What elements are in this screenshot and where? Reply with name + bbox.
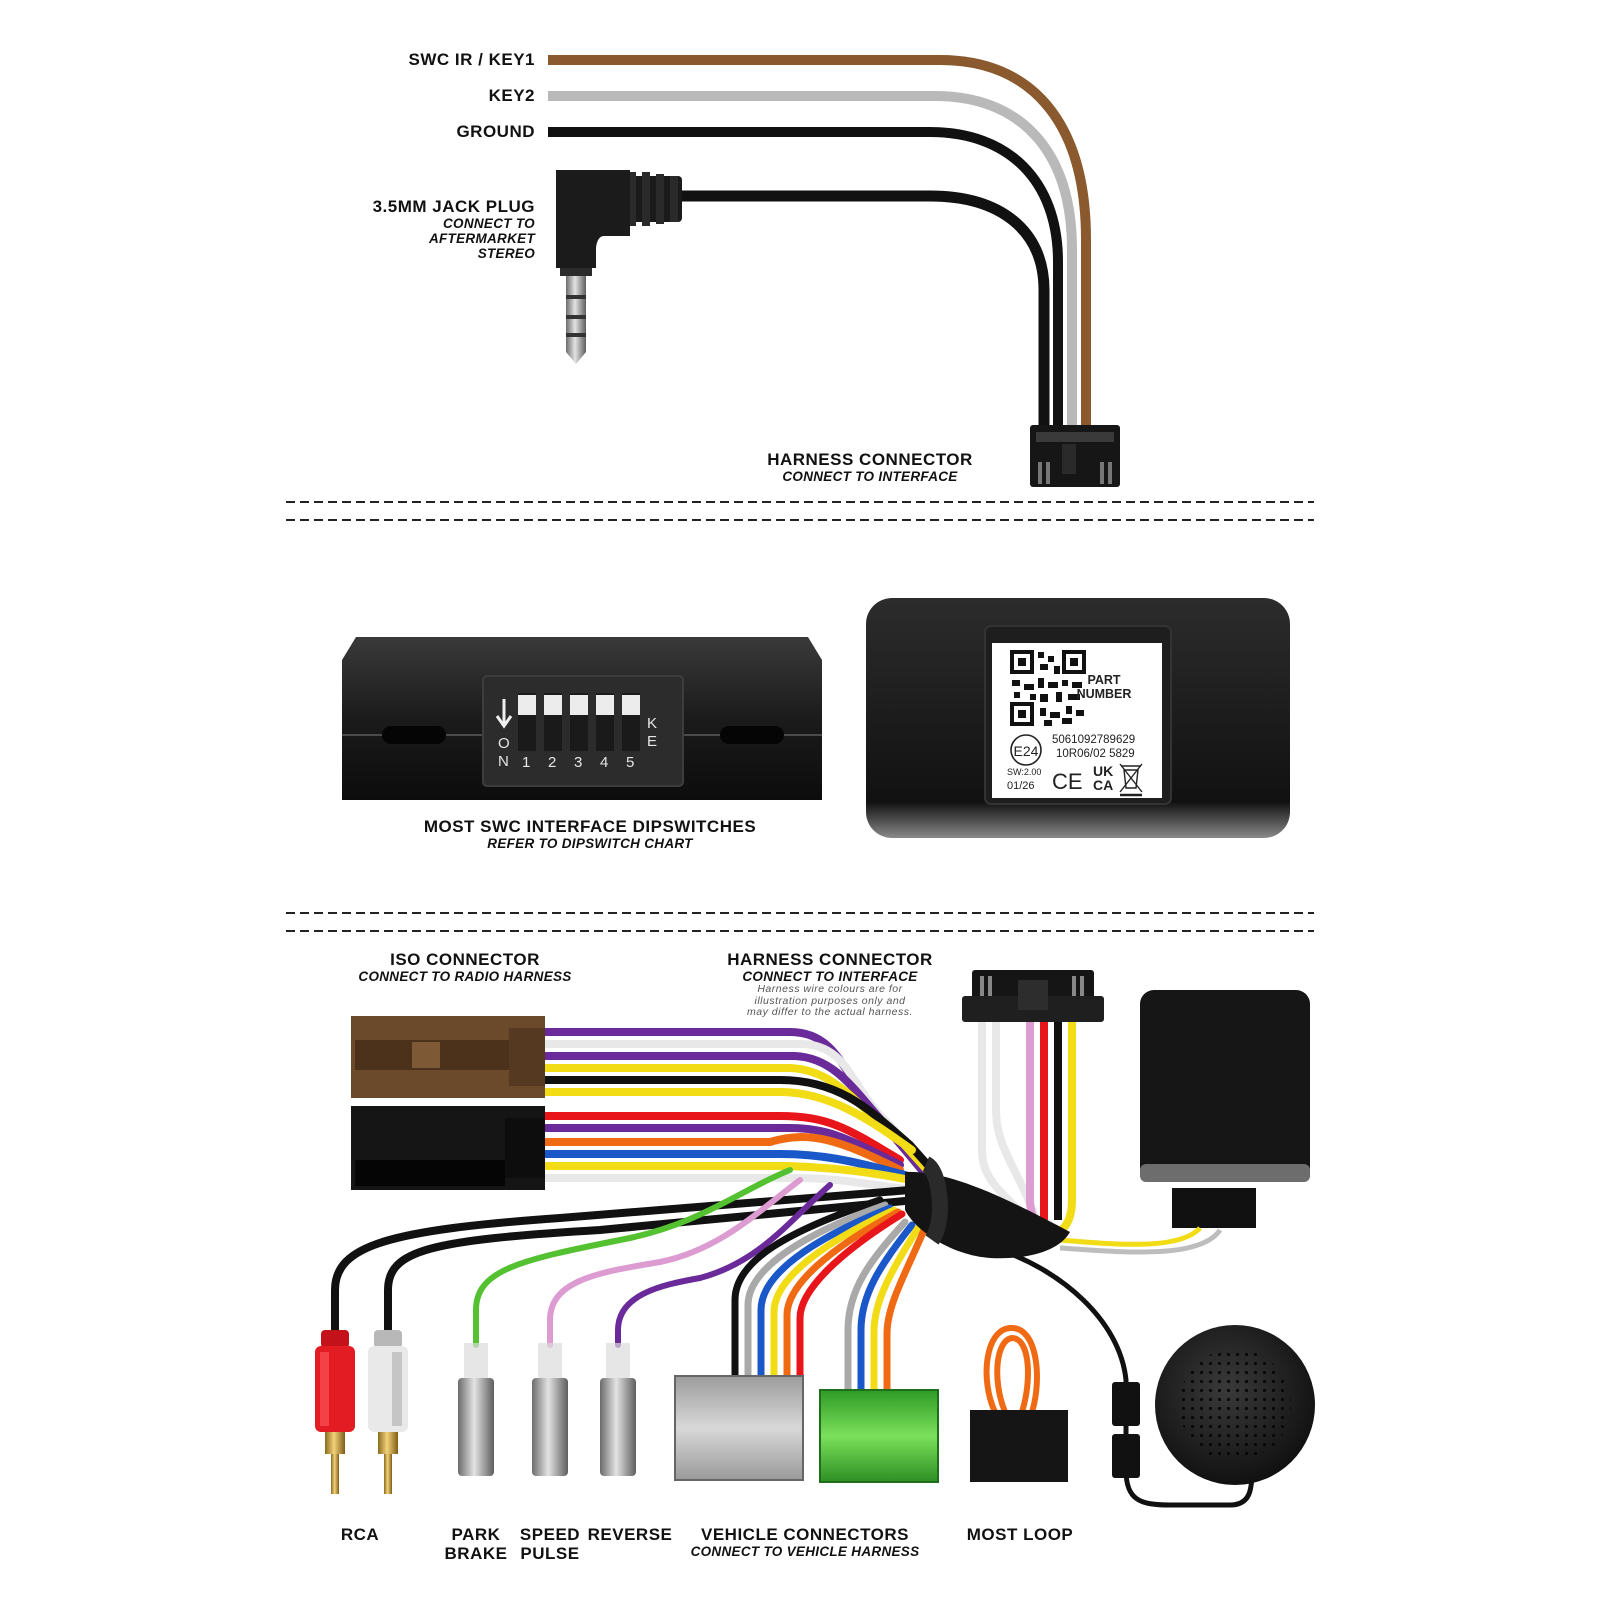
vehicle-connector-grey (674, 1375, 804, 1481)
dip-number: 3 (574, 754, 582, 771)
wire-label-ground: GROUND (456, 122, 535, 141)
dip-number: 4 (600, 754, 608, 771)
divider-1 (286, 501, 1314, 521)
dip-ke-label-e: E (647, 733, 657, 750)
cable-sleeve (905, 1156, 1070, 1259)
harness-connector-bottom-label: HARNESS CONNECTOR CONNECT TO INTERFACE H… (727, 950, 933, 1018)
most-loop-connector (970, 1325, 1068, 1482)
ukca-mark: UK (1093, 763, 1113, 779)
dip-number: 1 (522, 754, 530, 771)
iso-harness-wires (541, 1028, 954, 1194)
speaker (1112, 1325, 1315, 1485)
approval-number: 10R06/02 5829 (1056, 748, 1135, 760)
harness-connector-top-label: HARNESS CONNECTOR CONNECT TO INTERFACE (767, 450, 973, 484)
jack-plug-label: 3.5MM JACK PLUG CONNECT TO AFTERMARKET S… (372, 197, 535, 261)
dip-on-label-n: N (498, 753, 509, 770)
ukca-mark: CA (1093, 777, 1113, 793)
barcode-number: 5061092789629 (1052, 734, 1135, 746)
reverse-label: REVERSE (587, 1525, 673, 1544)
wire-label-key2: KEY2 (488, 86, 535, 105)
ce-mark: CE (1052, 769, 1083, 794)
arrow-down-icon (495, 699, 513, 729)
vehicle-connector-green (819, 1389, 939, 1483)
harness-connector-top (1030, 425, 1120, 487)
sw-version: SW:2.00 (1007, 767, 1041, 777)
dipswitch-title: MOST SWC INTERFACE DIPSWITCHES REFER TO … (423, 817, 757, 851)
speed-pulse-label: SPEED PULSE (519, 1525, 581, 1563)
interface-module: PART NUMBER E24 5061092789629 10R06/02 5… (866, 598, 1290, 838)
iso-connector-label: ISO CONNECTOR CONNECT TO RADIO HARNESS (358, 950, 572, 984)
vehicle-connectors-label: VEHICLE CONNECTORS CONNECT TO VEHICLE HA… (690, 1525, 920, 1559)
divider-2 (286, 912, 1314, 932)
most-loop-label: MOST LOOP (966, 1525, 1074, 1544)
dip-number: 2 (548, 754, 556, 771)
park-brake-connector (458, 1343, 494, 1476)
dip-number: 5 (626, 754, 634, 771)
reverse-connector (600, 1343, 636, 1476)
qr-code (1010, 650, 1086, 726)
rca-label: RCA (340, 1525, 380, 1544)
dip-switch-bank[interactable] (518, 693, 640, 751)
weee-bin-icon (1119, 763, 1143, 797)
iso-connector-black (351, 1106, 545, 1190)
e-mark-icon (1010, 734, 1042, 766)
swc-cable (548, 55, 1091, 432)
harness-connector-bottom (962, 970, 1104, 1240)
e-mark-text: E24 (1014, 743, 1039, 759)
microphone-module (1059, 990, 1310, 1255)
speed-pulse-connector (532, 1343, 568, 1476)
park-brake-label: PARK BRAKE (444, 1525, 508, 1563)
wire-label-swc-ir: SWC IR / KEY1 (408, 50, 535, 69)
rca-plug-red (315, 1330, 355, 1494)
dip-on-label-o: O (498, 735, 510, 752)
bundle-branches (331, 1167, 1255, 1508)
rca-plug-white (368, 1330, 408, 1494)
jack-plug (556, 170, 682, 364)
date-code: 01/26 (1007, 780, 1035, 792)
iso-connector-brown (351, 1016, 545, 1098)
part-label: PART (1087, 673, 1120, 687)
dipswitch-module: O N K E 1 2 3 4 5 (342, 637, 822, 800)
number-label: NUMBER (1077, 687, 1132, 701)
dip-ke-label-k: K (647, 715, 657, 732)
